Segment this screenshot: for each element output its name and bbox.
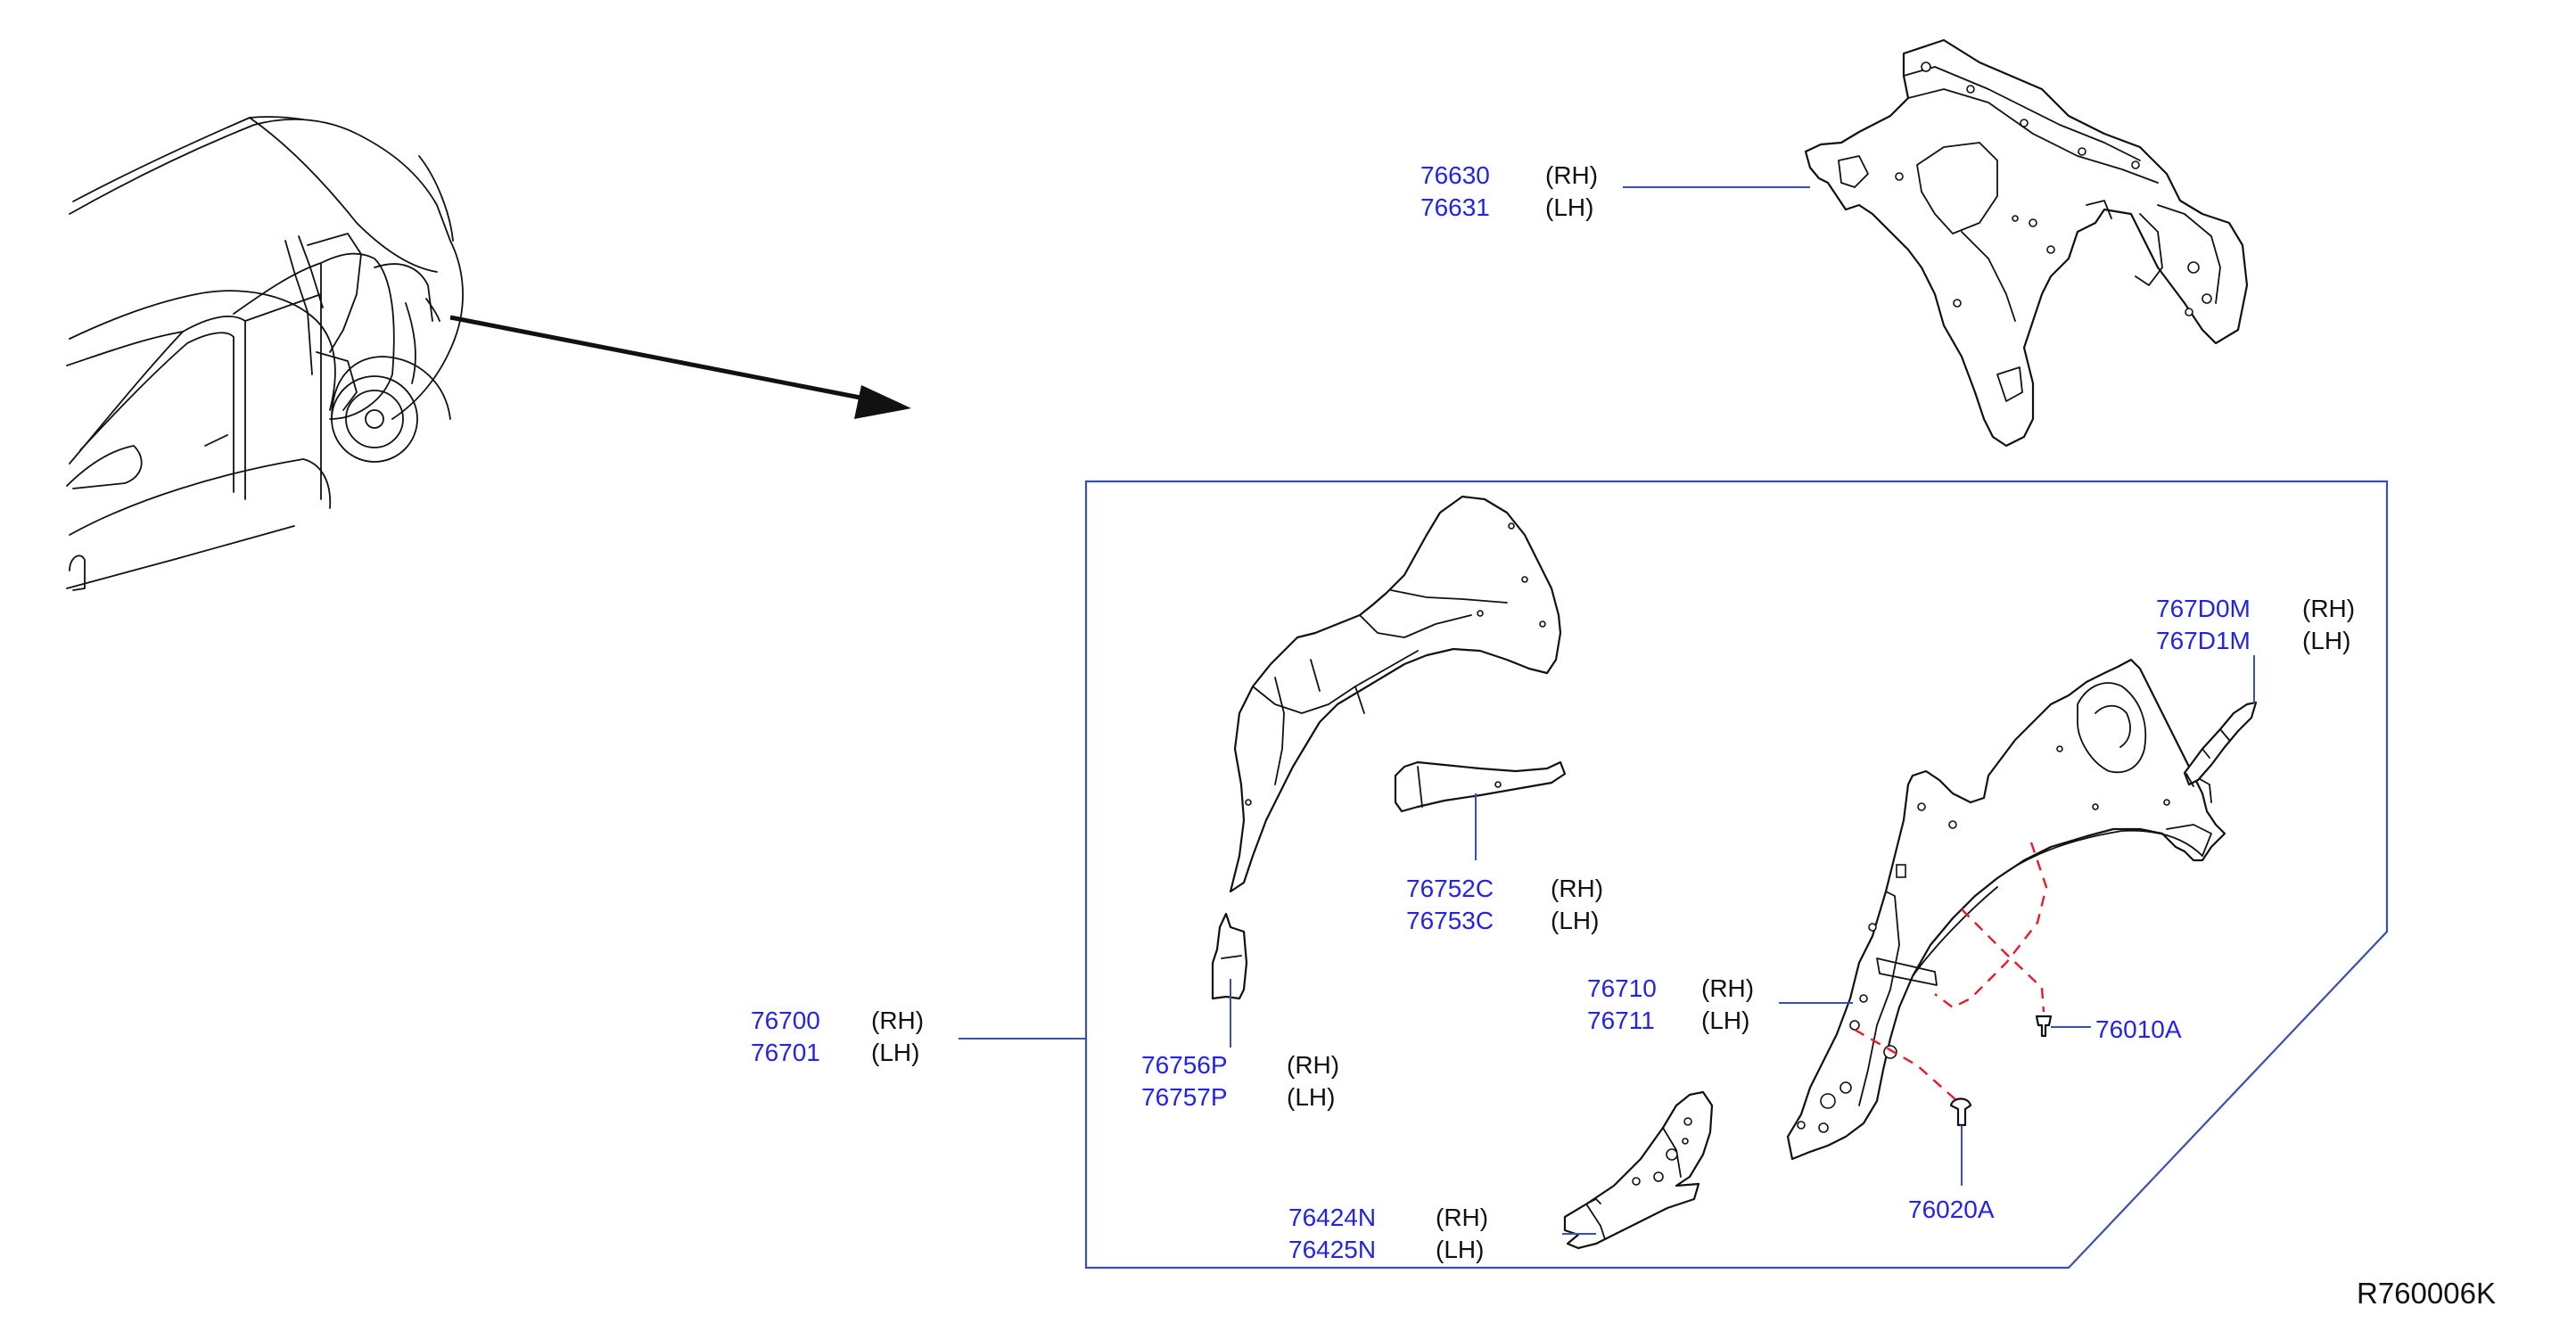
part-number-76630[interactable]: 76630 [1420, 161, 1490, 189]
group-frame [1084, 480, 2389, 1270]
leader-lines [959, 186, 2255, 1235]
part-number-76631[interactable]: 76631 [1420, 193, 1490, 221]
part-number-76010a[interactable]: 76010A [2095, 1015, 2182, 1043]
part-number-76020a[interactable]: 76020A [1908, 1196, 1995, 1223]
clip-b-part [1949, 1097, 1972, 1127]
part-number-76753c[interactable]: 76753C [1406, 907, 1494, 934]
part-number-76711[interactable]: 76711 [1587, 1007, 1655, 1034]
side-label: (RH) [2302, 595, 2356, 622]
part-number-767d1m[interactable]: 767D1M [2156, 627, 2251, 654]
arrow-pointer [449, 315, 911, 419]
part-number-767d0m[interactable]: 767D0M [2156, 595, 2251, 622]
side-label: (RH) [1436, 1204, 1489, 1231]
wheelhouse-liner-part [1229, 495, 1562, 893]
part-number-76701[interactable]: 76701 [751, 1039, 820, 1066]
inner-panel-part [1804, 38, 2249, 448]
lower-extension-part [1563, 1090, 1714, 1250]
front-bracket-part [1211, 912, 1248, 1000]
outer-wheelhouse-part [1786, 658, 2226, 1161]
side-label: (LH) [1436, 1236, 1485, 1263]
vehicle-sketch [66, 116, 464, 591]
assembly-guides [1854, 842, 2048, 1102]
wheelhouse-front-piece-part [1394, 760, 1567, 813]
side-label: (RH) [1701, 974, 1755, 1002]
side-label: (RH) [1551, 875, 1604, 902]
reference-code: R760006K [2357, 1277, 2496, 1310]
part-number-76424n[interactable]: 76424N [1288, 1204, 1377, 1231]
side-label: (RH) [1545, 161, 1599, 189]
side-label: (LH) [2302, 627, 2351, 654]
part-number-76425n[interactable]: 76425N [1288, 1236, 1377, 1263]
part-number-76757p[interactable]: 76757P [1141, 1083, 1228, 1111]
side-label: (LH) [1287, 1083, 1336, 1111]
part-number-76756p[interactable]: 76756P [1141, 1051, 1228, 1079]
side-label: (RH) [1287, 1051, 1340, 1079]
side-label: (LH) [1551, 907, 1600, 934]
side-label: (RH) [871, 1007, 925, 1034]
side-label: (LH) [1545, 193, 1594, 221]
side-label: (LH) [1701, 1007, 1750, 1034]
side-label: (LH) [871, 1039, 920, 1066]
upper-bracket-part [2183, 701, 2258, 787]
part-number-76710[interactable]: 76710 [1587, 974, 1657, 1002]
part-number-76700[interactable]: 76700 [751, 1007, 820, 1034]
part-number-76752c[interactable]: 76752C [1406, 875, 1494, 902]
clip-a-part [2035, 1015, 2053, 1038]
